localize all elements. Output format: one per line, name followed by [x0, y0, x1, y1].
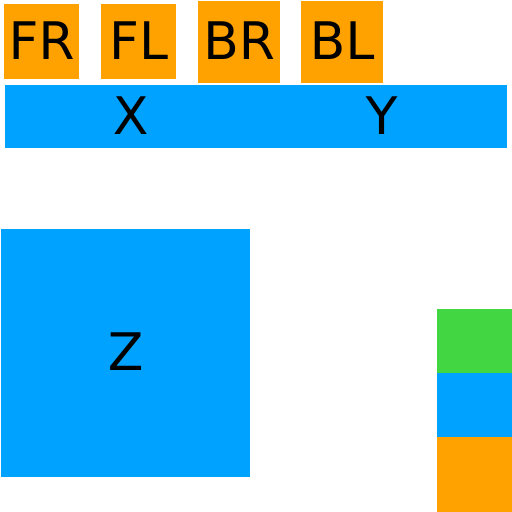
z-axis-button[interactable]: Z	[1, 229, 250, 477]
blue-swatch[interactable]	[437, 373, 512, 437]
front-left-button[interactable]: FL	[101, 4, 176, 79]
back-left-button[interactable]: BL	[301, 1, 383, 83]
front-right-button[interactable]: FR	[4, 4, 79, 79]
green-swatch[interactable]	[437, 309, 512, 373]
back-right-button[interactable]: BR	[198, 1, 280, 83]
y-axis-button[interactable]: Y	[365, 86, 398, 147]
x-axis-button[interactable]: X	[112, 86, 149, 147]
xy-axis-bar[interactable]: X Y	[5, 85, 507, 148]
orange-swatch[interactable]	[437, 437, 512, 512]
